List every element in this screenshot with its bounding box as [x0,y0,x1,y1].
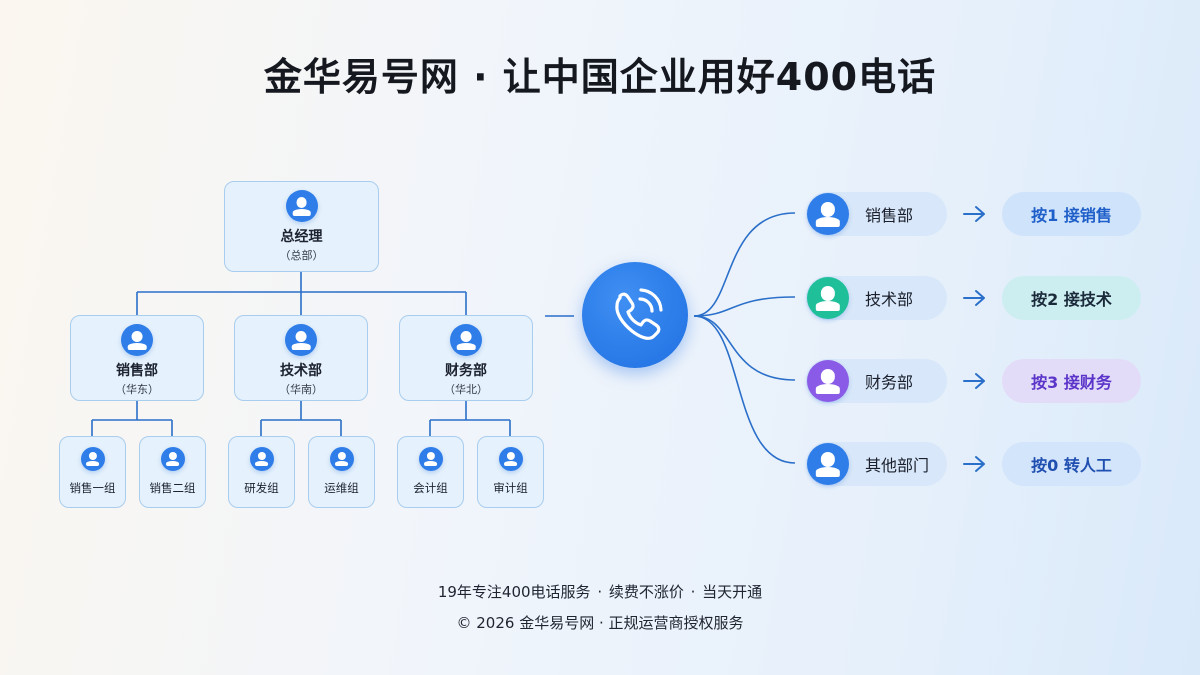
org-node-team: 审计组 [477,436,544,508]
page-title: 金华易号网 · 让中国企业用好400电话 [263,55,937,99]
route-dept-label: 其他部门 [865,456,930,475]
user-icon [498,447,523,471]
route-key-pill: 按1 接销售 [1002,192,1141,236]
node-sub: （华东） [115,383,159,396]
node-name: 总经理 [280,229,323,245]
team-name: 审计组 [493,481,528,495]
arrow-right-icon [963,456,985,472]
user-icon [249,447,274,471]
team-name: 会计组 [413,481,448,495]
node-name: 销售部 [116,363,158,379]
route-dept-label: 技术部 [865,290,914,309]
org-node-team: 会计组 [397,436,464,508]
user-icon [807,193,849,235]
team-name: 研发组 [244,481,279,495]
user-icon [807,443,849,485]
arrow-right-icon [963,373,985,389]
route-dept-pill: 销售部 [806,192,947,236]
node-name: 技术部 [280,363,322,379]
arrow-right-icon [963,290,985,306]
user-icon [329,447,354,471]
user-icon [418,447,443,471]
footer-tagline: 19年专注400电话服务 · 续费不涨价 · 当天开通 [437,583,763,601]
phone-icon [615,288,663,340]
org-node-team: 销售二组 [139,436,206,508]
route-dept-pill: 其他部门 [806,442,947,486]
route-dept-pill: 技术部 [806,276,947,320]
org-node-team: 销售一组 [59,436,126,508]
team-name: 销售一组 [69,481,116,495]
org-node-team: 运维组 [308,436,375,508]
route-key-pill: 按2 接技术 [1002,276,1141,320]
org-node-root: 总经理 （总部） [224,181,379,272]
team-name: 销售二组 [149,481,196,495]
user-icon [285,324,317,356]
org-node-tech: 技术部 （华南） [234,315,368,401]
team-name: 运维组 [324,481,359,495]
route-key-pill: 按3 接财务 [1002,359,1141,403]
footer-copyright: © 2026 金华易号网 · 正规运营商授权服务 [456,614,744,632]
route-dept-label: 财务部 [865,373,914,392]
user-icon [121,324,153,356]
node-sub: （总部） [279,249,324,262]
node-name: 财务部 [445,363,487,379]
user-icon [80,447,105,471]
route-dept-label: 销售部 [865,206,914,225]
node-sub: （华南） [279,383,323,396]
route-dept-pill: 财务部 [806,359,947,403]
arrow-right-icon [963,206,985,222]
route-key-pill: 按0 转人工 [1002,442,1141,486]
org-node-team: 研发组 [228,436,295,508]
user-icon [450,324,482,356]
org-node-sales: 销售部 （华东） [70,315,204,401]
user-icon [807,360,849,402]
user-icon [807,277,849,319]
node-sub: （华北） [444,383,488,396]
org-node-finance: 财务部 （华北） [399,315,533,401]
user-icon [285,190,318,222]
user-icon [160,447,185,471]
phone-hub [582,262,688,368]
